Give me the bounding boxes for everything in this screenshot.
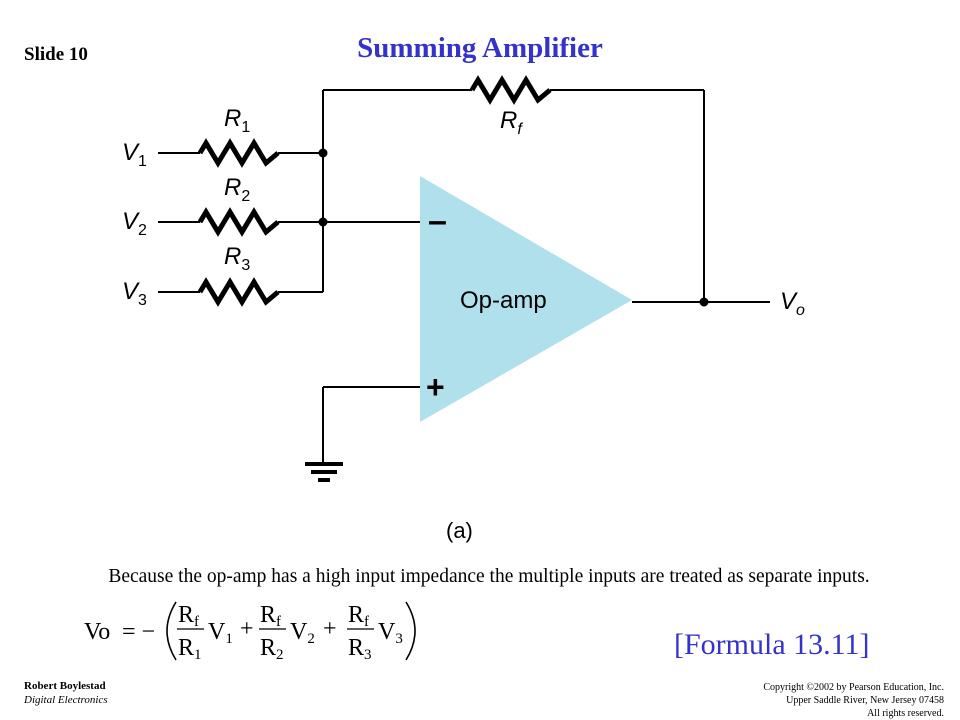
r3-resistor: [197, 277, 280, 307]
input-label-v2: V2: [122, 208, 147, 239]
formula-reference: [Formula 13.11]: [674, 628, 870, 661]
svg-text:Rf: Rf: [178, 602, 199, 630]
output-label-vo: Vo: [780, 288, 805, 319]
input-label-v1: V1: [122, 139, 147, 170]
svg-text:R3: R3: [348, 635, 372, 663]
footer-book-title: Digital Electronics: [24, 694, 108, 706]
footer-copyright-line: Upper Saddle River, New Jersey 07458: [786, 695, 944, 706]
footer-copyright-line: Copyright ©2002 by Pearson Education, In…: [763, 682, 944, 693]
svg-text:+: +: [240, 616, 254, 642]
svg-text:V3: V3: [378, 619, 403, 647]
formula-right-paren: [405, 601, 416, 661]
resistor-label-r1: R1: [224, 105, 250, 136]
junction-dot: [699, 297, 709, 307]
svg-text:R1: R1: [178, 635, 202, 663]
ground-symbol: [305, 462, 343, 482]
explanation-text: Because the op-amp has a high input impe…: [108, 566, 870, 587]
footer-copyright-line: All rights reserved.: [867, 708, 944, 719]
plus-input-sign: +: [426, 369, 445, 405]
slide-number: Slide 10: [24, 44, 88, 65]
formula-term-1: Rf R1 V1 +: [177, 602, 254, 663]
resistor-label-rf: Rf: [500, 107, 523, 138]
input-label-v3: V3: [122, 278, 147, 309]
junction-dot: [318, 148, 328, 158]
figure-caption: (a): [446, 518, 473, 543]
svg-text:Rf: Rf: [260, 602, 281, 630]
formula-term-3: Rf R3 V3: [347, 602, 403, 663]
opamp-label: Op-amp: [460, 287, 547, 314]
svg-text:V2: V2: [290, 619, 315, 647]
resistor-label-r2: R2: [224, 174, 250, 205]
footer-author: Robert Boylestad: [24, 680, 106, 692]
svg-text:+: +: [323, 616, 337, 642]
formula-left-paren: [166, 601, 177, 661]
minus-input-sign: –: [428, 202, 447, 240]
formula-equals: = −: [122, 619, 155, 645]
opamp-triangle: [420, 176, 632, 422]
svg-text:Rf: Rf: [348, 602, 369, 630]
resistor-label-r3: R3: [224, 243, 250, 274]
junction-dot: [318, 217, 328, 227]
svg-text:R2: R2: [260, 635, 284, 663]
summing-formula: Vo = − Rf R1 V1 + Rf R2 V2 + Rf R3 V3: [84, 601, 416, 663]
svg-text:V1: V1: [208, 619, 233, 647]
slide-title: Summing Amplifier: [357, 32, 603, 64]
r1-resistor: [197, 138, 280, 168]
formula-term-2: Rf R2 V2 +: [259, 602, 337, 663]
rf-resistor: [469, 75, 552, 105]
r2-resistor: [197, 207, 280, 237]
formula-lhs: Vo: [84, 619, 110, 645]
